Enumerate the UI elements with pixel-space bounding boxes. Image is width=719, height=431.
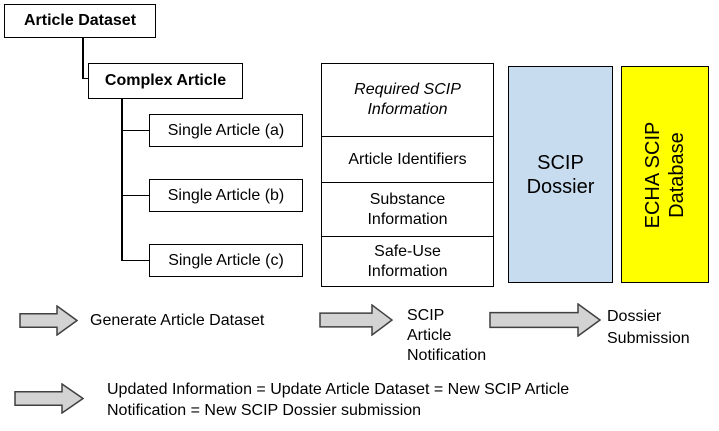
complex-article-label: Complex Article [104,72,227,89]
single-article-b-box: Single Article (b) [149,179,303,212]
single-article-a-label: Single Article (a) [167,121,285,139]
connector-root-vertical [82,37,84,79]
generate-dataset-label: Generate Article Dataset [90,312,265,329]
single-article-c-box: Single Article (c) [149,244,303,277]
update-note-text: Updated Information = Update Article Dat… [107,381,570,419]
info-table-row-identifiers: Article Identifiers [322,136,493,182]
connector-branch-a [121,129,149,131]
article-dataset-label: Article Dataset [23,12,137,29]
single-article-a-box: Single Article (a) [149,114,303,147]
scip-notification-label: SCIP Article Notification [407,307,487,364]
connector-branch-c [121,259,149,261]
single-article-b-label: Single Article (b) [167,186,285,204]
info-table-row-safe-use: Safe-Use Information [322,236,493,286]
arrow-update-icon [14,383,84,414]
scip-dossier-box: SCIP Dossier [508,66,613,283]
single-article-c-label: Single Article (c) [168,251,284,269]
echa-database-label: ECHA SCIP Database [642,121,688,228]
info-table-header: Required SCIP Information [354,81,461,118]
echa-database-box: ECHA SCIP Database [621,66,709,283]
dossier-submission-label: Dossier Submission [607,308,690,347]
info-table-row-substance: Substance Information [322,182,493,236]
article-dataset-box: Article Dataset [4,4,156,38]
connector-stem-vertical [121,99,123,261]
connector-root-horizontal [82,77,89,79]
arrow-submission-icon [489,303,601,337]
arrow-generate-icon [19,305,78,336]
complex-article-box: Complex Article [88,63,243,99]
required-info-table: Required SCIP Information Article Identi… [321,63,494,287]
arrow-notification-icon [319,304,393,336]
connector-branch-b [121,194,149,196]
scip-dossier-label: SCIP Dossier [526,151,595,198]
